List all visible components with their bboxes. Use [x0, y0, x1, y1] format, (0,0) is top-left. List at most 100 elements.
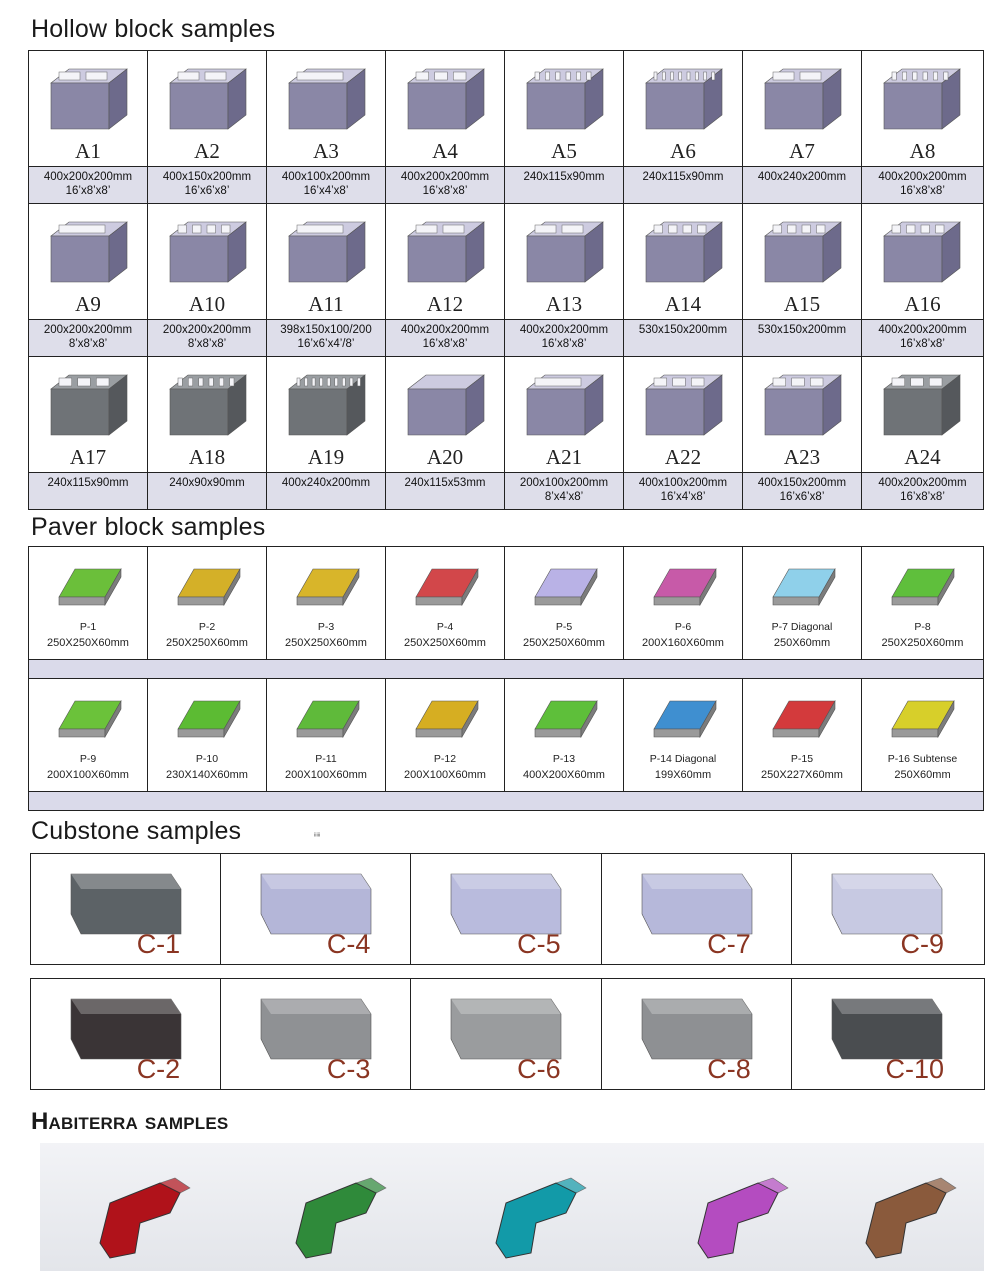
- block-illustration: [764, 221, 842, 283]
- paver-illustration: [296, 567, 360, 607]
- teal-profile: [495, 1177, 587, 1259]
- paver-illustration: [534, 567, 598, 607]
- hollow-block-id: A6: [670, 139, 696, 163]
- paver-size: 250X250X60mm: [166, 637, 248, 649]
- hollow-block-id: A24: [904, 445, 941, 469]
- block-illustration: [169, 221, 247, 283]
- hollow-block-image: A23: [743, 357, 861, 472]
- hollow-block-image: A15: [743, 204, 861, 319]
- hollow-block-image: A21: [505, 357, 623, 472]
- hollow-block-dimensions: 530x150x200mm: [743, 319, 861, 356]
- paver-section-title: Paver block samples: [31, 513, 266, 541]
- paver-illustration: [415, 567, 479, 607]
- hollow-block-image: A16: [862, 204, 983, 319]
- paver-id: P-9: [79, 753, 97, 765]
- dimension-metric: 530x150x200mm: [757, 324, 847, 336]
- dimension-imperial: 16’x6’x8’: [184, 185, 230, 197]
- hollow-block-image: A24: [862, 357, 983, 472]
- hollow-block-image: A3: [267, 51, 385, 166]
- dimension-metric: 400x200x200mm: [878, 324, 967, 336]
- block-illustration: [288, 374, 366, 436]
- hollow-block-dimensions: 400x240x200mm: [267, 472, 385, 509]
- purple-profile: [697, 1177, 789, 1259]
- hollow-block-id: A23: [783, 445, 821, 469]
- habiterra-section-title: Habiterra samples: [31, 1108, 229, 1135]
- dimension-imperial: 16’x6’x8’: [779, 491, 825, 503]
- paver-id: P-8: [914, 621, 931, 633]
- dimension-imperial: 16’x8’x8’: [422, 185, 468, 197]
- block-illustration: [764, 68, 842, 130]
- dimension-imperial: 16’x6’x4’/8’: [297, 338, 355, 350]
- hollow-block-image: A9: [29, 204, 147, 319]
- paver-size: 250X250X60mm: [285, 637, 367, 649]
- paver-illustration: [772, 567, 836, 607]
- curbstone-illustration: [260, 873, 372, 935]
- curbstone-id: C-4: [326, 929, 371, 959]
- paver-id: P-14 Diagonal: [649, 753, 717, 765]
- paver-size: 250X60mm: [773, 637, 831, 649]
- paver-id: P-2: [198, 621, 216, 633]
- dimension-imperial: 16’x8’x8’: [65, 185, 111, 197]
- hollow-block-id: A22: [664, 445, 702, 469]
- hollow-block-id: A15: [783, 292, 821, 316]
- paver-size: 250X60mm: [894, 769, 951, 781]
- block-illustration: [169, 68, 247, 130]
- habiterra-sample: [236, 1143, 436, 1271]
- paver-size: 250X250X60mm: [404, 637, 486, 649]
- hollow-block-id: A7: [789, 139, 815, 163]
- dimension-metric: 240x90x90mm: [169, 477, 245, 489]
- curbstone-cell: C-8: [602, 979, 792, 1089]
- hollow-block-id: A17: [69, 445, 107, 469]
- curbstone-id: C-2: [136, 1054, 181, 1084]
- paver-illustration: [772, 699, 836, 739]
- paver-illustration: [415, 699, 479, 739]
- paver-size: 230X140X60mm: [166, 769, 248, 781]
- curbstone-cell: C-9: [792, 854, 984, 964]
- paver-illustration: [891, 567, 955, 607]
- dimension-metric: 400x100x200mm: [281, 171, 371, 183]
- habiterra-sample: [638, 1143, 806, 1271]
- paver-row-footer: [29, 791, 983, 810]
- curbstone-cell: C-4: [221, 854, 412, 964]
- curbstone-id: C-1: [136, 929, 181, 959]
- block-illustration: [407, 374, 485, 436]
- dimension-imperial: 8’x8’x8’: [187, 338, 227, 350]
- block-illustration: [288, 68, 366, 130]
- hollow-block-dimensions: 240x115x53mm: [386, 472, 504, 509]
- hollow-block-id: A3: [313, 139, 339, 163]
- dimension-metric: 240x115x53mm: [404, 477, 486, 489]
- paver-id: P-3: [317, 621, 335, 633]
- paver-size: 250X250X60mm: [47, 637, 129, 649]
- dimension-imperial: 16’x8’x8’: [900, 491, 945, 503]
- paver-id: P-4: [436, 621, 454, 633]
- curbstone-illustration: [831, 873, 943, 935]
- dimension-metric: 200x200x200mm: [162, 324, 252, 336]
- paver-cell: P-2 250X250X60mm: [148, 547, 267, 659]
- dimension-metric: 400x200x200mm: [400, 171, 490, 183]
- block-illustration: [645, 68, 723, 130]
- hollow-block-image: A1: [29, 51, 147, 166]
- paver-size: 250X250X60mm: [881, 637, 964, 649]
- block-illustration: [526, 68, 604, 130]
